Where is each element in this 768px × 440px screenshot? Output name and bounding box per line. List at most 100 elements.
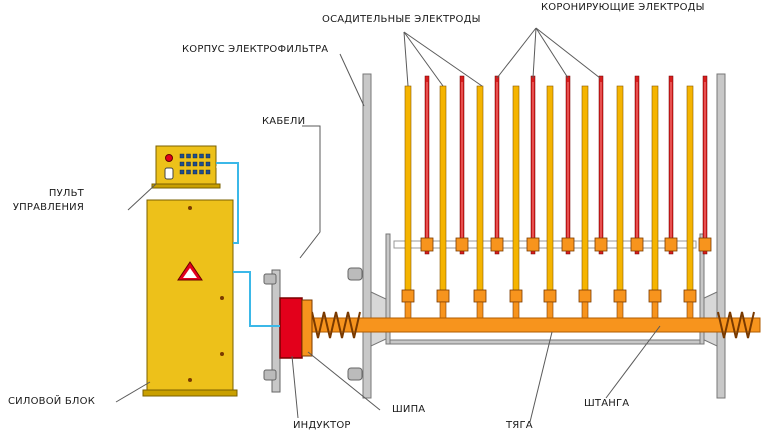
corona-clamp xyxy=(420,237,434,252)
bolt xyxy=(263,273,277,285)
cabinet-rivet xyxy=(220,296,224,300)
cabinet-rivet xyxy=(220,352,224,356)
cables xyxy=(216,162,280,327)
collecting-electrode xyxy=(404,85,412,297)
label-control-panel-line1: ПУЛЬТ xyxy=(49,188,85,199)
corona-clamp xyxy=(490,237,504,252)
corona-clamp xyxy=(664,237,678,252)
power-unit-cabinet xyxy=(146,199,234,391)
shield-plate xyxy=(301,299,313,357)
collecting-electrode xyxy=(651,85,659,297)
collecting-electrode xyxy=(581,85,589,297)
label-shield: ШИПА xyxy=(392,404,425,415)
collecting-clamp xyxy=(648,289,662,303)
label-housing: КОРПУС ЭЛЕКТРОФИЛЬТРА xyxy=(182,44,328,55)
collecting-hanger xyxy=(581,301,589,319)
collecting-electrode xyxy=(686,85,694,297)
label-bar: ШТАНГА xyxy=(584,398,629,409)
collecting-hanger xyxy=(404,301,412,319)
corona-clamp xyxy=(630,237,644,252)
electrofilter-housing xyxy=(347,73,726,399)
inductor-assembly xyxy=(263,269,313,393)
collecting-hanger xyxy=(439,301,447,319)
panel-button xyxy=(186,169,191,175)
inductor-coil xyxy=(279,297,303,359)
panel-button xyxy=(179,169,185,175)
bolt xyxy=(347,267,363,281)
label-rod: ТЯГА xyxy=(505,420,533,431)
panel-button xyxy=(186,161,191,167)
collecting-hanger xyxy=(651,301,659,319)
panel-button xyxy=(205,161,211,167)
label-collecting-electrodes: ОСАДИТЕЛЬНЫЕ ЭЛЕКТРОДЫ xyxy=(322,14,481,25)
panel-button xyxy=(205,153,211,159)
collecting-clamp xyxy=(436,289,450,303)
panel-button xyxy=(192,161,198,167)
panel-button xyxy=(199,161,204,167)
collecting-hanger xyxy=(512,301,520,319)
collecting-electrode xyxy=(546,85,554,297)
label-corona-electrodes: КОРОНИРУЮЩИЕ ЭЛЕКТРОДЫ xyxy=(541,2,705,13)
label-power-unit: СИЛОВОЙ БЛОК xyxy=(8,394,95,407)
corona-support-bar xyxy=(393,240,697,249)
label-inductor: ИНДУКТОР xyxy=(293,420,351,431)
leader-lines xyxy=(115,27,661,423)
collecting-hanger xyxy=(686,301,694,319)
panel-button xyxy=(186,153,191,159)
inner-frame-left xyxy=(385,233,391,345)
collecting-clamp xyxy=(543,289,557,303)
panel-button xyxy=(205,169,211,175)
panel-buttons xyxy=(179,153,211,175)
housing-right-wall xyxy=(716,73,726,399)
label-control-panel-line2: УПРАВЛЕНИЯ xyxy=(13,202,84,213)
corona-clamp xyxy=(561,237,575,252)
cable-unit-to-inductor xyxy=(233,271,280,327)
cabinet-base xyxy=(142,389,238,397)
corona-clamp xyxy=(698,237,712,252)
cabinet-rivet xyxy=(188,206,192,210)
left-spring xyxy=(311,311,361,339)
control-panel-base xyxy=(151,183,221,189)
bar-rod xyxy=(299,317,761,333)
power-unit xyxy=(142,199,238,397)
inner-frame-right xyxy=(699,233,705,345)
corona-clamp xyxy=(594,237,608,252)
collecting-hanger xyxy=(546,301,554,319)
housing-left-wall xyxy=(362,73,372,399)
panel-button xyxy=(199,169,204,175)
collecting-electrode xyxy=(476,85,484,297)
collecting-clamp xyxy=(578,289,592,303)
warning-triangle-icon xyxy=(177,261,203,281)
collecting-electrode xyxy=(616,85,624,297)
panel-button xyxy=(192,153,198,159)
collecting-electrodes xyxy=(401,85,697,319)
right-spring xyxy=(717,311,755,339)
panel-button xyxy=(179,161,185,167)
cable-panel-to-unit xyxy=(216,162,239,244)
bolt xyxy=(263,369,277,381)
collecting-hanger xyxy=(616,301,624,319)
collecting-clamp xyxy=(473,289,487,303)
indicator-led xyxy=(165,154,173,162)
corona-clamp xyxy=(455,237,469,252)
collecting-clamp xyxy=(401,289,415,303)
panel-button xyxy=(199,153,204,159)
collecting-electrode xyxy=(439,85,447,297)
inner-frame-bottom xyxy=(389,339,701,345)
label-cables: КАБЕЛИ xyxy=(262,116,305,127)
collecting-clamp xyxy=(613,289,627,303)
panel-button xyxy=(192,169,198,175)
collecting-clamp xyxy=(683,289,697,303)
corona-electrodes xyxy=(420,75,712,255)
corona-clamp xyxy=(526,237,540,252)
collecting-hanger xyxy=(476,301,484,319)
control-panel xyxy=(151,145,221,189)
collecting-clamp xyxy=(509,289,523,303)
bolt xyxy=(347,367,363,381)
collecting-electrode xyxy=(512,85,520,297)
panel-button xyxy=(179,153,185,159)
cabinet-rivet xyxy=(188,378,192,382)
key-switch xyxy=(164,167,174,180)
